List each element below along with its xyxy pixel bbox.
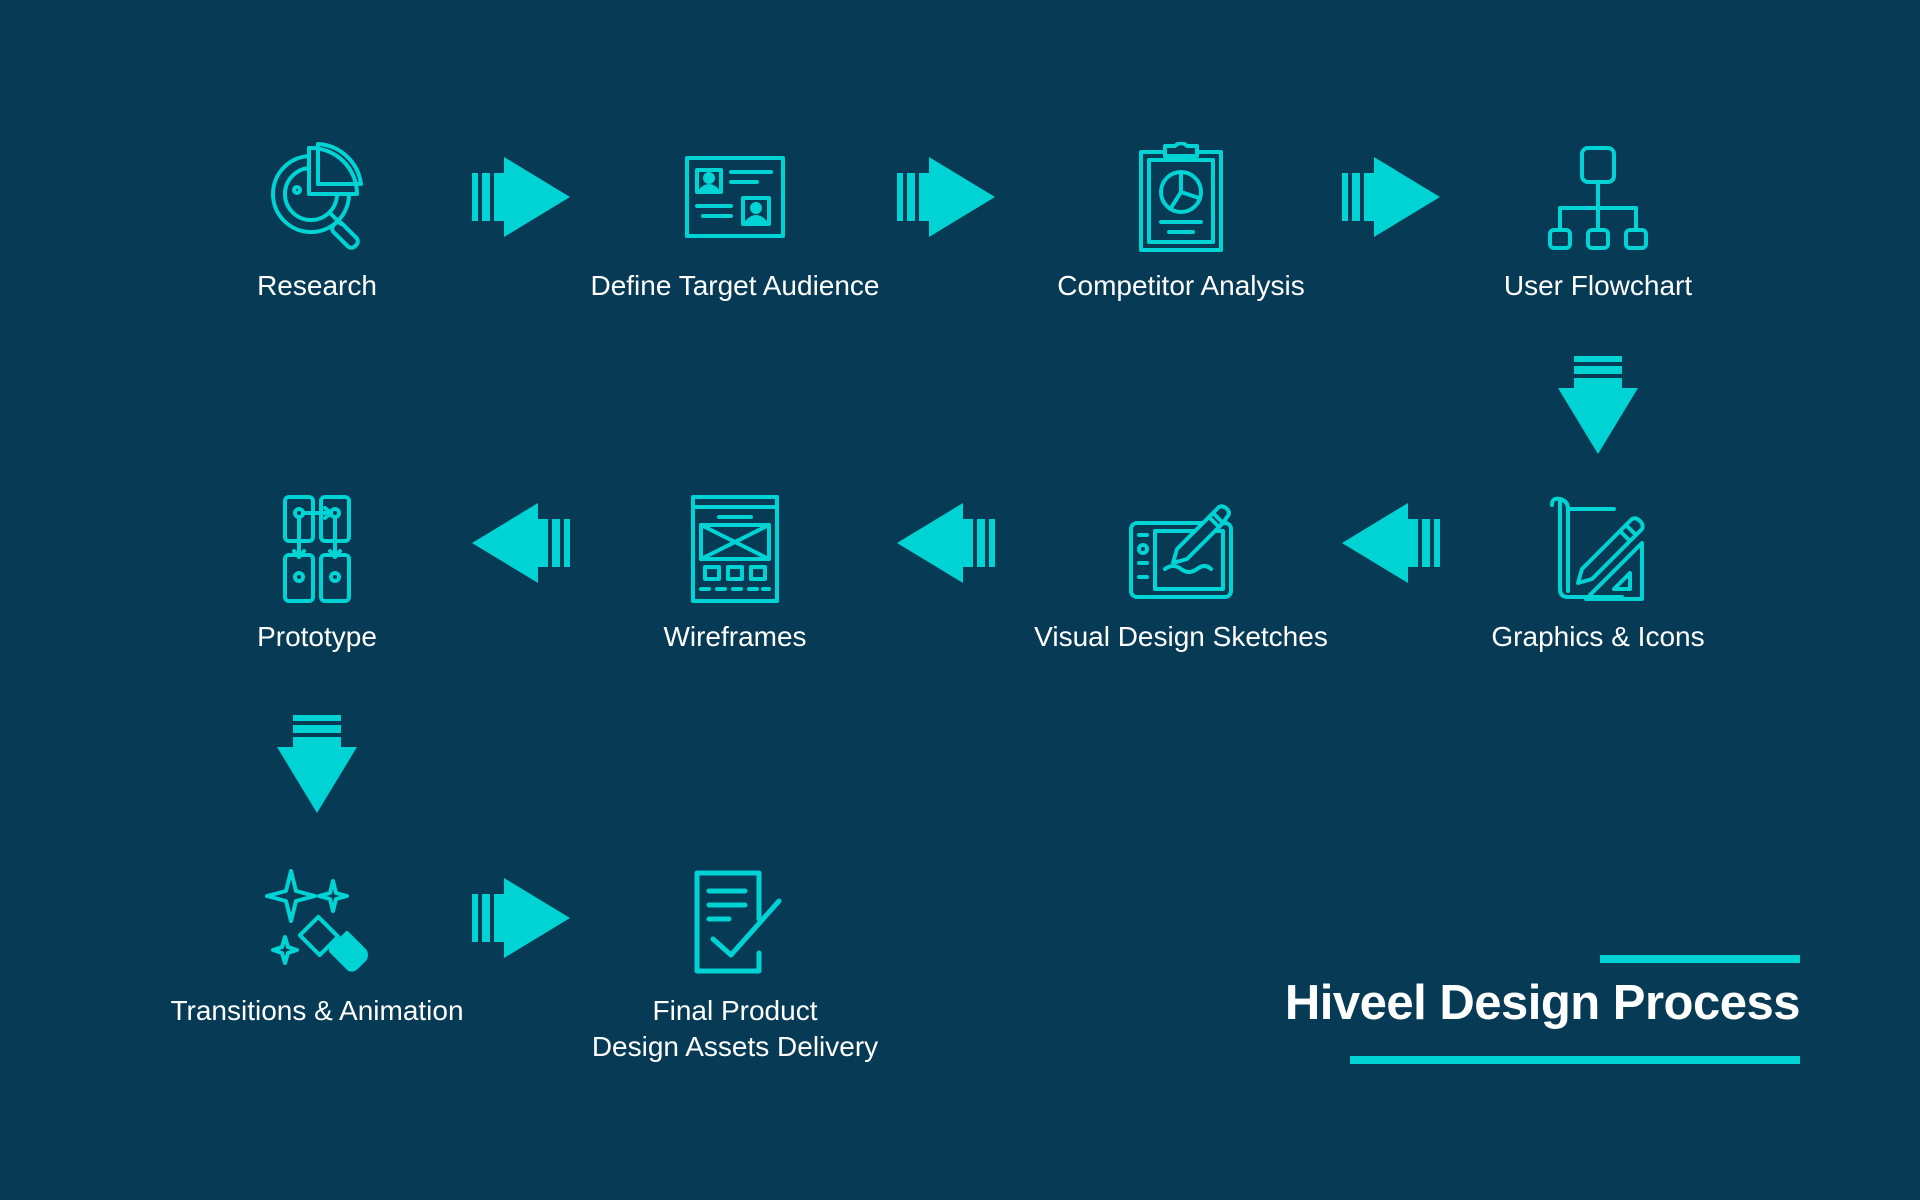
arrow-right — [472, 157, 570, 237]
step-label: Research — [257, 270, 377, 301]
arrow-right-icon — [897, 157, 995, 237]
step-visual-design-sketches: Visual Design Sketches — [1001, 493, 1361, 655]
step-wireframes: Wireframes — [555, 493, 915, 655]
step-label: Final Product Design Assets Delivery — [555, 993, 915, 1065]
arrow-right — [1342, 157, 1440, 237]
step-label: Graphics & Icons — [1491, 621, 1705, 652]
step-define-target-audience: Define Target Audience — [555, 142, 915, 304]
arrow-left — [897, 503, 995, 583]
arrow-right-icon — [1342, 157, 1440, 237]
arrow-left — [472, 503, 570, 583]
arrow-left — [1342, 503, 1440, 583]
clipboard-chart-icon — [1125, 142, 1237, 254]
arrow-right-icon — [472, 157, 570, 237]
step-graphics-icons: Graphics & Icons — [1418, 493, 1778, 655]
step-research: Research — [137, 142, 497, 304]
step-competitor-analysis: Competitor Analysis — [1001, 142, 1361, 304]
title-rule-bottom — [1350, 1056, 1800, 1064]
flowchart-icon — [1542, 142, 1654, 254]
target-audience-icon — [679, 142, 791, 254]
arrow-down-icon — [1558, 356, 1638, 454]
step-label: Prototype — [257, 621, 377, 652]
step-label: Visual Design Sketches — [1034, 621, 1328, 652]
step-label: Wireframes — [663, 621, 807, 652]
arrow-down-icon — [277, 715, 357, 813]
step-label: Transitions & Animation — [170, 995, 464, 1026]
arrow-down — [277, 715, 357, 813]
step-prototype: Prototype — [137, 493, 497, 655]
sparkle-eraser-icon — [261, 867, 373, 979]
step-label-line-1: Final Product — [652, 995, 818, 1026]
checklist-icon — [679, 867, 791, 979]
step-final-product: Final Product Design Assets Delivery — [555, 867, 915, 1065]
arrow-left-icon — [1342, 503, 1440, 583]
arrow-left-icon — [897, 503, 995, 583]
tablet-sketch-icon — [1125, 493, 1237, 605]
arrow-right — [472, 878, 570, 958]
arrow-right — [897, 157, 995, 237]
arrow-down — [1558, 356, 1638, 454]
wireframe-icon — [679, 493, 791, 605]
arrow-left-icon — [472, 503, 570, 583]
step-label: Competitor Analysis — [1057, 270, 1305, 301]
step-user-flowchart: User Flowchart — [1418, 142, 1778, 304]
prototype-icon — [261, 493, 373, 605]
page-title: Hiveel Design Process — [1284, 976, 1801, 1030]
arrow-right-icon — [472, 878, 570, 958]
drafting-pencil-icon — [1542, 493, 1654, 605]
research-icon — [261, 142, 373, 254]
step-label-line-2: Design Assets Delivery — [591, 1031, 879, 1062]
step-label: User Flowchart — [1503, 270, 1693, 301]
step-transitions-animation: Transitions & Animation — [137, 867, 497, 1029]
title-rule-top — [1600, 955, 1800, 963]
step-label: Define Target Audience — [590, 270, 880, 301]
